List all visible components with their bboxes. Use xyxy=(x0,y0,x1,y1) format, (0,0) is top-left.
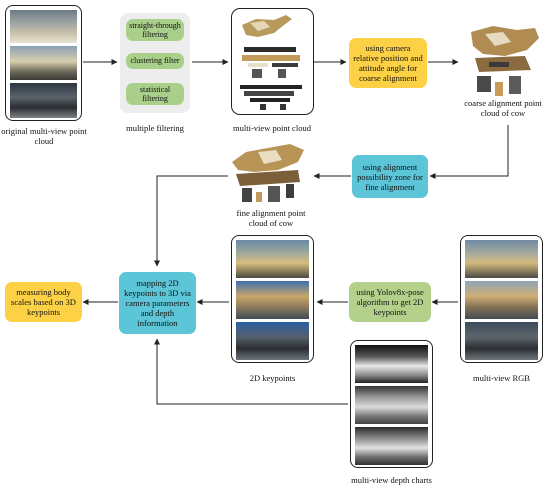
rgb-view-3 xyxy=(465,322,538,360)
original-point-cloud-panel xyxy=(5,5,82,121)
keypoints-view-2 xyxy=(236,281,309,319)
original-view-2 xyxy=(10,46,77,80)
multiview-cloud-caption: multi-view point cloud xyxy=(233,123,311,133)
fine-alignment-method: using alignment possibility zone for fin… xyxy=(352,155,428,198)
depth-view-2 xyxy=(355,386,428,424)
coarse-alignment-cloud-image xyxy=(471,26,539,96)
keypoints-panel xyxy=(231,235,314,363)
measuring-body-scales: measuring body scales based on 3D keypoi… xyxy=(5,282,82,322)
mapping-to-3d: mapping 2D keypoints to 3D via camera pa… xyxy=(119,272,196,334)
keypoints-view-1 xyxy=(236,240,309,278)
fine-alignment-cloud-image xyxy=(232,144,304,202)
rgb-caption: multi-view RGB xyxy=(473,373,530,383)
rgb-view-2 xyxy=(465,281,538,319)
original-view-3 xyxy=(10,83,77,118)
rgb-view-1 xyxy=(465,240,538,278)
keypoints-view-3 xyxy=(236,322,309,360)
depth-panel xyxy=(350,340,433,468)
multiview-cloud-panel xyxy=(231,8,314,115)
original-caption: original multi-view point cloud xyxy=(1,126,87,146)
filter-straight-through: straight-through filtering xyxy=(126,19,184,41)
depth-view-1 xyxy=(355,345,428,383)
multiview-cloud-image xyxy=(240,15,302,110)
depth-view-3 xyxy=(355,427,428,465)
original-view-1 xyxy=(10,10,77,43)
coarse-caption: coarse alignment point cloud of cow xyxy=(464,98,542,118)
yolo-keypoint-method: using Yolov8x-pose algorithm to get 2D k… xyxy=(349,282,431,322)
filter-statistical: statistical filtering xyxy=(126,83,184,105)
rgb-panel xyxy=(460,235,543,363)
arrow-fine-to-mapping xyxy=(154,175,228,267)
fine-caption: fine alignment point cloud of cow xyxy=(236,208,306,228)
coarse-alignment-method: using camera relative position and attit… xyxy=(349,38,427,88)
keypoints-caption: 2D keypoints xyxy=(249,373,296,383)
filter-clustering: clustering filter xyxy=(126,53,184,69)
filtering-caption: multiple filtering xyxy=(126,123,184,133)
filtering-panel: straight-through filtering clustering fi… xyxy=(120,13,190,113)
depth-caption: multi-view depth charts xyxy=(351,475,432,485)
arrow-coarse-to-fine-method xyxy=(429,125,509,179)
arrow-depth-to-mapping xyxy=(154,338,348,405)
